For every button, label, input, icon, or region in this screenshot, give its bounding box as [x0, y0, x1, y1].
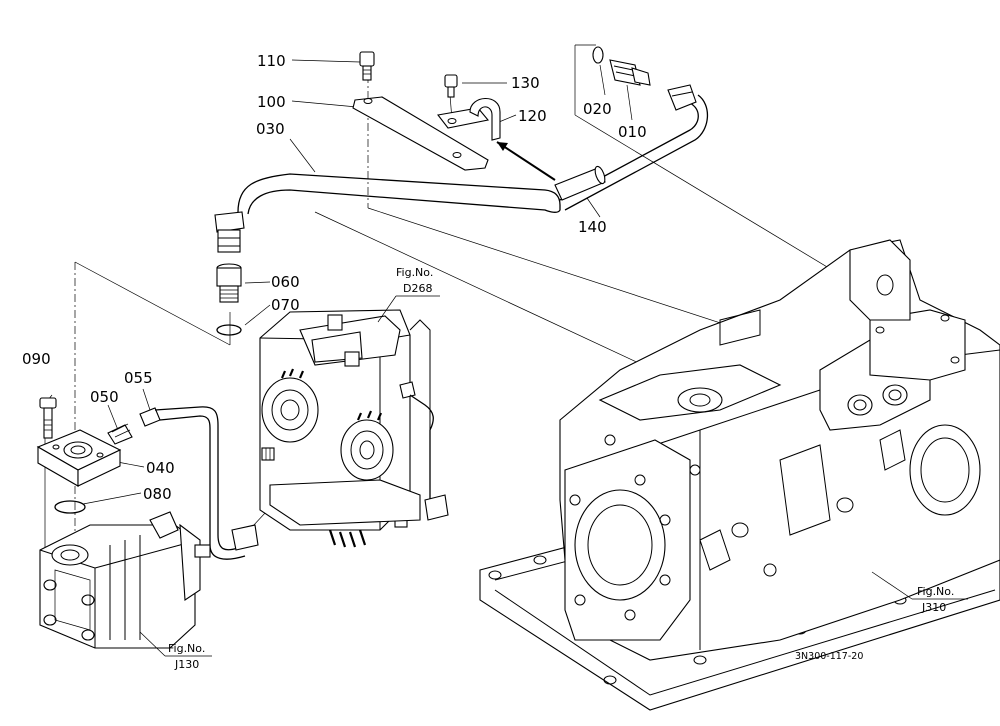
adaptor-010 [609, 59, 651, 86]
label-070: 070 [271, 296, 300, 314]
fig-ref-j310: Fig.No. J310 [871, 571, 968, 614]
o-ring-020 [592, 46, 604, 64]
pipe-nut-upper [667, 84, 697, 111]
clamp-120 [437, 98, 501, 141]
transmission-case [479, 239, 1000, 711]
pipe-hose-140 [554, 165, 606, 201]
pipe-nut-lower [214, 211, 245, 253]
label-010: 010 [618, 123, 647, 141]
o-ring-080 [54, 500, 86, 514]
label-130: 130 [511, 74, 540, 92]
label-120: 120 [518, 107, 547, 125]
fig-ref-j310-title: Fig.No. [917, 585, 954, 598]
adaptor-060 [216, 263, 242, 303]
clamp-arrow [496, 141, 556, 181]
bolt-130 [444, 74, 458, 98]
label-060: 060 [271, 273, 300, 291]
label-080: 080 [143, 485, 172, 503]
fig-ref-j310-code: J310 [921, 601, 946, 614]
fig-ref-d268: Fig.No. D268 [377, 266, 440, 323]
valve-block [259, 309, 449, 548]
label-020: 020 [583, 100, 612, 118]
label-140: 140 [578, 218, 607, 236]
label-090: 090 [22, 350, 51, 368]
part-labels: 110 100 030 130 120 140 020 010 060 070 … [22, 52, 647, 503]
label-040: 040 [146, 459, 175, 477]
hydraulic-pipe-030 [237, 94, 709, 215]
fig-ref-d268-code: D268 [403, 282, 432, 295]
bracket-100 [352, 96, 489, 171]
drawing-number: 3N300-117-20 [795, 651, 863, 662]
label-100: 100 [257, 93, 286, 111]
fig-ref-j130-title: Fig.No. [168, 642, 205, 655]
pipe-055-line [154, 406, 259, 560]
label-050: 050 [90, 388, 119, 406]
fitting-050 [107, 423, 133, 445]
label-055: 055 [124, 369, 153, 387]
bolt-110 [359, 51, 375, 81]
fig-ref-j130: Fig.No. J130 [139, 631, 212, 671]
flange-block-040 [36, 429, 122, 487]
label-030: 030 [256, 120, 285, 138]
hydraulic-pump [39, 511, 211, 649]
o-ring-070 [216, 324, 242, 336]
label-110: 110 [257, 52, 286, 70]
nut-055 [139, 407, 161, 427]
bolt-090 [39, 397, 57, 439]
fig-ref-d268-title: Fig.No. [396, 266, 433, 279]
fig-ref-j130-code: J130 [174, 658, 199, 671]
